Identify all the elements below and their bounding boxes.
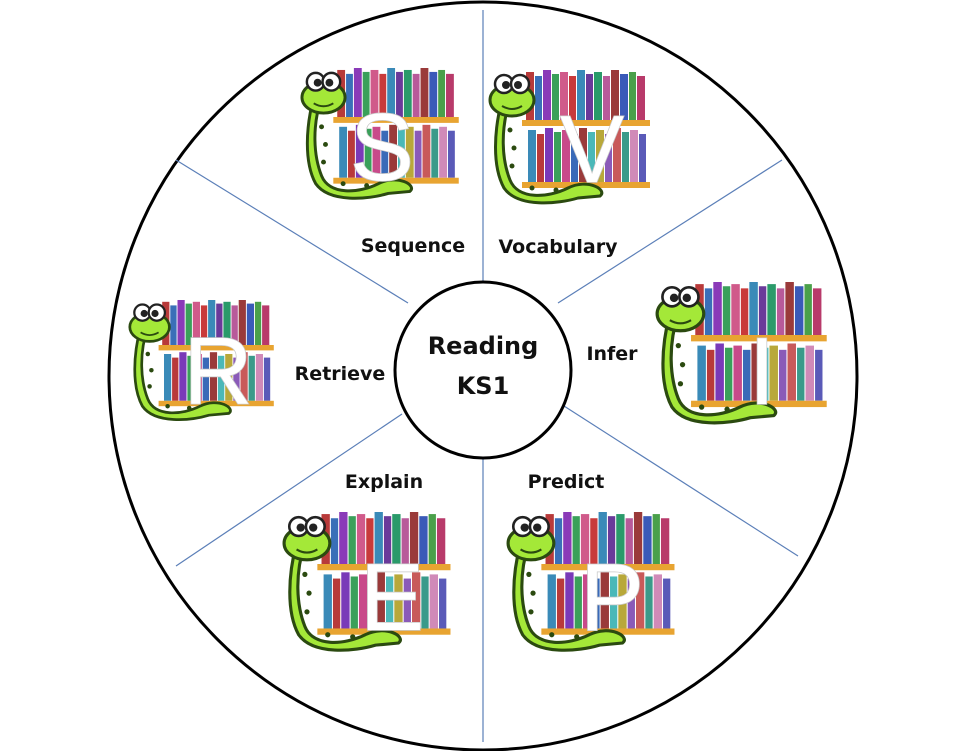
center-circle — [393, 280, 573, 460]
center-title: Reading — [428, 332, 539, 360]
divider-upper-right — [557, 159, 783, 304]
segment-letter-p: P — [580, 544, 644, 651]
divider-upper-left — [175, 159, 409, 304]
segment-letter-i: I — [749, 318, 776, 425]
segment-vocabulary: V Vocabulary — [488, 68, 652, 258]
segment-label-retrieve: Retrieve — [295, 363, 386, 385]
segment-label-infer: Infer — [586, 343, 638, 365]
segment-sequence: S Sequence — [300, 66, 465, 257]
segment-label-sequence: Sequence — [361, 235, 465, 257]
segment-infer: I Infer — [586, 280, 829, 426]
segment-letter-s: S — [350, 94, 414, 201]
segment-dividers — [175, 10, 799, 742]
segment-retrieve: R Retrieve — [128, 298, 386, 426]
divider-lower-left — [175, 413, 403, 567]
segment-letter-v: V — [560, 96, 624, 203]
divider-lower-right — [563, 405, 799, 557]
segment-label-explain: Explain — [345, 471, 423, 493]
segment-predict: P Predict — [506, 471, 677, 652]
segment-label-vocabulary: Vocabulary — [498, 236, 618, 258]
segment-label-predict: Predict — [528, 471, 605, 493]
center-subtitle: KS1 — [457, 372, 510, 400]
segment-letter-r: R — [183, 318, 252, 425]
segment-letter-e: E — [360, 544, 424, 651]
segment-explain: E Explain — [282, 471, 453, 652]
